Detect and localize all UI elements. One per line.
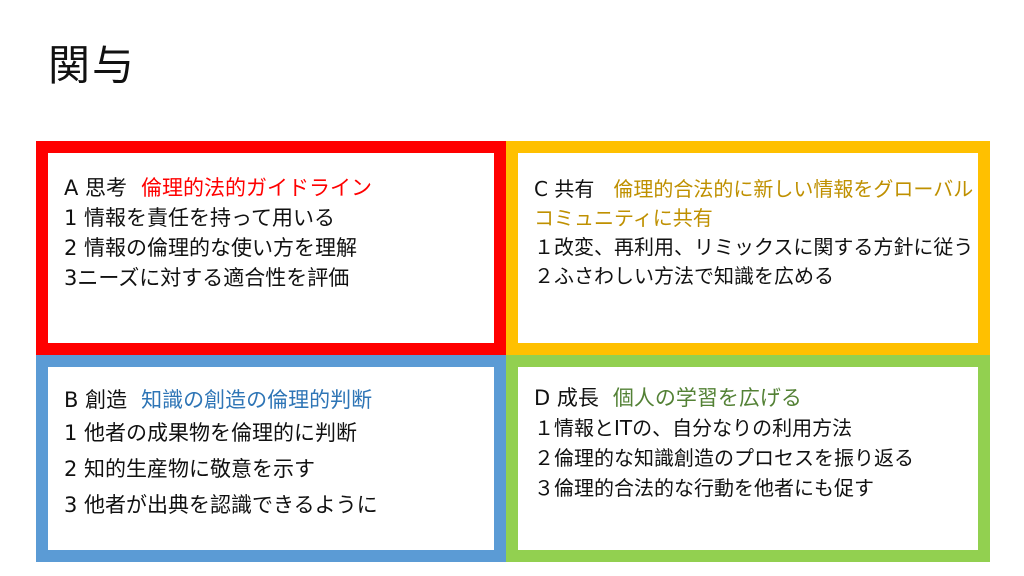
quadrant-b-line-2: 2 知的生産物に敬意を示す — [64, 457, 316, 481]
quadrant-c-share: C 共有 倫理的合法的に新しい情報をグローバルコミュニティに共有 １改変、再利用… — [506, 141, 990, 355]
quadrant-b-header: B 創造知識の創造の倫理的判断 — [64, 385, 490, 415]
quadrant-a-line-2: 2 情報の倫理的な使い方を理解 — [64, 236, 358, 260]
quadrant-a-subtitle: 倫理的法的ガイドライン — [141, 176, 373, 200]
quadrant-b-line-1: 1 他者の成果物を倫理的に判断 — [64, 421, 358, 445]
quadrant-c-line-2: ２ふさわしい方法で知識を広める — [534, 264, 834, 288]
quadrant-d-subtitle: 個人の学習を広げる — [612, 386, 802, 410]
quadrant-b-subtitle: 知識の創造の倫理的判断 — [141, 388, 373, 412]
quadrant-a-think: A 思考倫理的法的ガイドライン 1 情報を責任を持って用いる 2 情報の倫理的な… — [36, 141, 506, 355]
quadrant-a-line-1: 1 情報を責任を持って用いる — [64, 206, 335, 230]
quadrant-a-line-3: 3ニーズに対する適合性を評価 — [64, 266, 350, 290]
quadrant-b-line-3: 3 他者が出典を認識できるように — [64, 493, 378, 517]
quadrant-b-create: B 創造知識の創造の倫理的判断 1 他者の成果物を倫理的に判断 2 知的生産物に… — [36, 355, 506, 562]
quadrant-c-head: C 共有 — [534, 177, 595, 201]
quadrant-d-header: D 成長個人の学習を広げる — [534, 383, 974, 413]
quadrant-d-head: D 成長 — [534, 386, 599, 410]
quadrant-d-line-2: ２倫理的な知識創造のプロセスを振り返る — [534, 446, 914, 470]
quadrant-d-grow: D 成長個人の学習を広げる １情報とITの、自分なりの利用方法 ２倫理的な知識創… — [506, 355, 990, 562]
quadrant-a-header: A 思考倫理的法的ガイドライン — [64, 173, 490, 203]
quadrant-c-header: C 共有 倫理的合法的に新しい情報をグローバルコミュニティに共有 — [534, 175, 974, 233]
quadrant-a-head: A 思考 — [64, 176, 128, 200]
quadrant-d-line-3: ３倫理的合法的な行動を他者にも促す — [534, 476, 874, 500]
quadrant-c-subtitle: 倫理的合法的に新しい情報をグローバルコミュニティに共有 — [534, 177, 974, 230]
quadrant-d-line-1: １情報とITの、自分なりの利用方法 — [534, 416, 853, 440]
quadrant-b-head: B 創造 — [64, 388, 128, 412]
slide-title: 関与 — [48, 41, 137, 90]
quadrant-c-line-1: １改変、再利用、リミックスに関する方針に従う — [534, 235, 974, 259]
